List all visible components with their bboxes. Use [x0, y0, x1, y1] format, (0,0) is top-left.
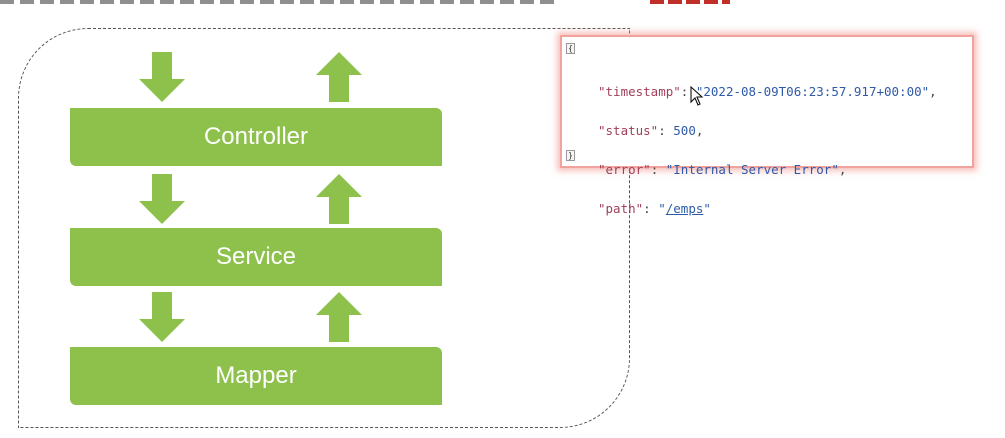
- json-body: "timestamp": "2022-08-09T06:23:57.917+00…: [598, 62, 937, 257]
- mapper-layer: Mapper: [70, 347, 442, 405]
- json-value-status: 500: [673, 122, 696, 138]
- arrow-down-icon: [139, 174, 185, 224]
- json-key-error: "error": [598, 161, 651, 177]
- json-value-timestamp: "2022-08-09T06:23:57.917+00:00": [695, 83, 930, 99]
- arrow-up-icon: [316, 292, 362, 342]
- json-line-status: "status": 500,: [598, 122, 704, 138]
- arrow-down-icon: [139, 292, 185, 342]
- controller-label: Controller: [203, 123, 309, 150]
- service-label: Service: [215, 243, 297, 270]
- json-line-path: "path": "/emps": [598, 200, 711, 216]
- arrow-up-icon: [316, 174, 362, 224]
- mapper-label: Mapper: [215, 362, 297, 389]
- fold-toggle-close[interactable]: }: [566, 150, 575, 161]
- json-key-path: "path": [598, 200, 644, 216]
- json-key-status: "status": [598, 122, 659, 138]
- arrow-up-icon: [316, 52, 362, 102]
- cropped-title-text: [0, 0, 560, 4]
- json-key-timestamp: "timestamp": [598, 83, 681, 99]
- json-value-error: "Internal Server Error": [665, 161, 839, 177]
- json-line-timestamp: "timestamp": "2022-08-09T06:23:57.917+00…: [598, 83, 937, 99]
- arrow-down-icon: [139, 52, 185, 102]
- json-response-panel: { } "timestamp": "2022-08-09T06:23:57.91…: [560, 35, 974, 216]
- cropped-highlight-text: [650, 0, 730, 4]
- json-line-error: "error": "Internal Server Error",: [598, 161, 847, 177]
- controller-layer: Controller: [70, 108, 442, 166]
- fold-toggle-open[interactable]: {: [566, 43, 575, 54]
- service-layer: Service: [70, 228, 442, 286]
- architecture-dashed-frame: [18, 28, 630, 428]
- json-value-path-link[interactable]: /emps: [665, 200, 704, 216]
- cropped-title-strip: [0, 0, 760, 6]
- mouse-pointer-icon: [690, 86, 704, 106]
